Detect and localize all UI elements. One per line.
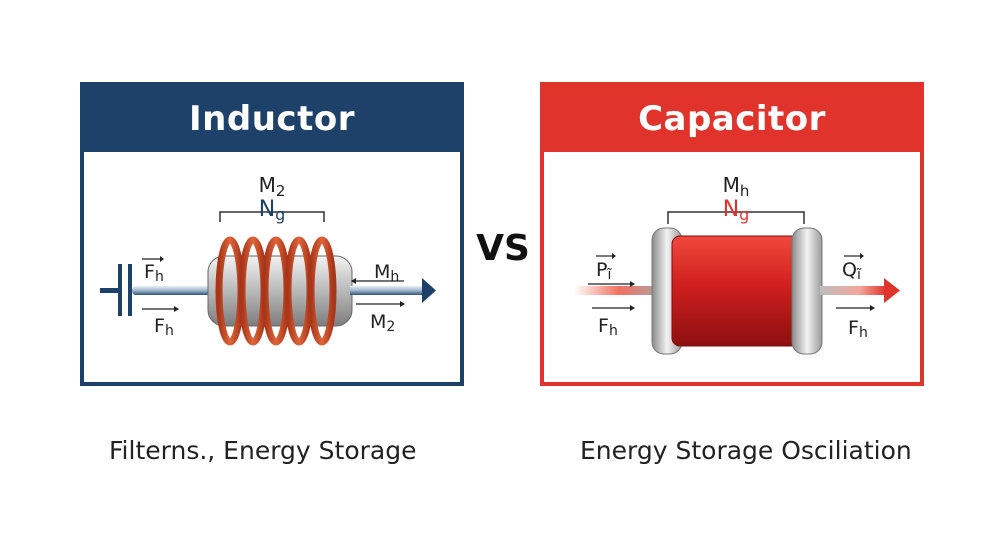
right-bottom-force-label: Fh xyxy=(836,305,875,341)
right-end-cap xyxy=(791,227,823,355)
right-top-label: Qĩ xyxy=(842,253,864,283)
capacitor-illustration: Mh Ng Pĩ Fh Qĩ xyxy=(574,173,900,355)
left-lead-wire xyxy=(574,286,664,295)
coil-windings xyxy=(215,236,337,346)
right-output-arrow-icon xyxy=(350,278,436,303)
battery-terminal-icon xyxy=(100,264,132,316)
svg-text:Pĩ: Pĩ xyxy=(596,259,612,283)
capacitor-panel: Capacitor xyxy=(540,82,924,386)
svg-text:Fh: Fh xyxy=(598,315,618,339)
svg-text:Fh: Fh xyxy=(144,261,164,285)
inductor-title: Inductor xyxy=(84,86,460,152)
right-output-arrow-icon xyxy=(820,278,900,303)
core-label: Ng xyxy=(259,197,286,224)
left-lead-rod xyxy=(132,286,216,295)
svg-text:Fh: Fh xyxy=(848,317,868,341)
left-bottom-force-label: Fh xyxy=(592,305,635,339)
right-top-label: Mh xyxy=(351,261,404,285)
svg-text:Mh: Mh xyxy=(374,261,399,285)
capacitor-body xyxy=(671,235,801,347)
top-label: M2 xyxy=(259,173,286,200)
capacitor-caption: Energy Storage Osciliation xyxy=(580,436,912,465)
svg-text:Fh: Fh xyxy=(154,315,174,339)
left-top-force-label: Fh xyxy=(142,256,164,285)
top-bracket xyxy=(667,211,805,224)
inductor-diagram: M2 Ng Fh Fh Mh M2 xyxy=(84,152,460,382)
inductor-panel: Inductor xyxy=(80,82,464,386)
capacitor-title: Capacitor xyxy=(544,86,920,152)
core-label: Ng xyxy=(723,197,750,224)
right-bottom-label: M2 xyxy=(356,301,405,335)
svg-text:Qĩ: Qĩ xyxy=(842,259,862,283)
inductor-caption: Filterns., Energy Storage xyxy=(109,436,417,465)
top-bracket xyxy=(219,211,325,222)
svg-text:M2: M2 xyxy=(370,311,395,335)
vs-label: VS xyxy=(476,228,530,269)
top-label: Mh xyxy=(723,173,750,200)
left-bottom-force-label: Fh xyxy=(142,306,179,339)
left-top-label: Pĩ xyxy=(588,253,635,287)
capacitor-diagram: Mh Ng Pĩ Fh Qĩ xyxy=(544,152,920,382)
inductor-illustration: M2 Ng Fh Fh Mh M2 xyxy=(100,173,436,346)
